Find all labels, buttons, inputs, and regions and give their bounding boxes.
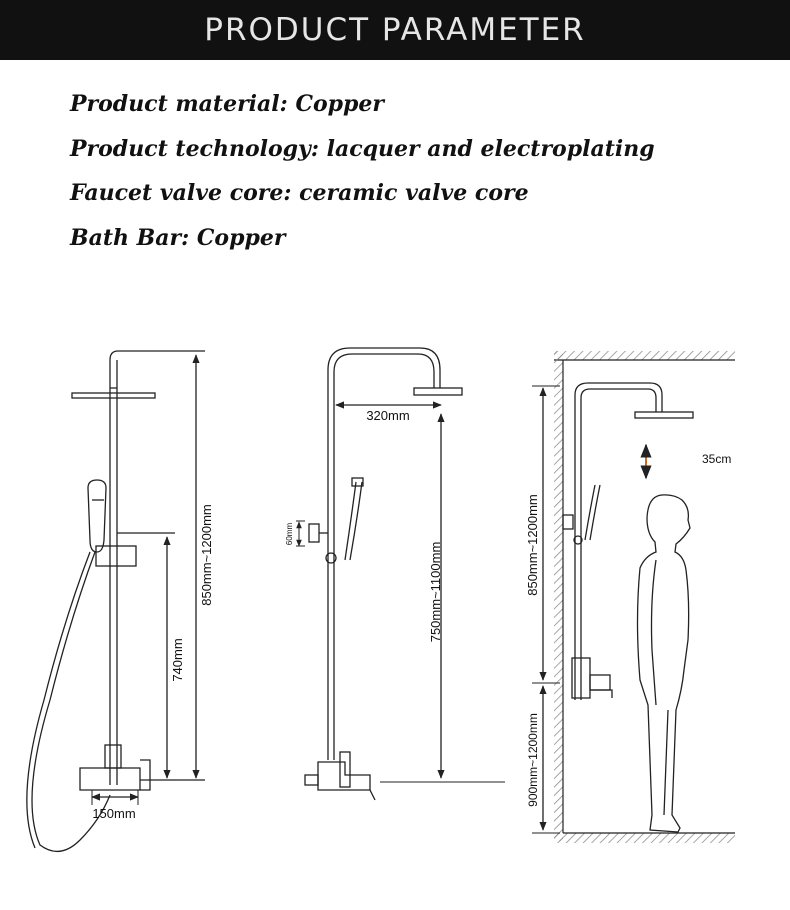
left-slide-holder bbox=[95, 545, 137, 567]
parameter-list: Product material: Copper Product technol… bbox=[70, 86, 655, 264]
middle-dimensions: 320mm 60mm 750mm~1100mm bbox=[285, 401, 505, 783]
human-figure bbox=[636, 494, 691, 833]
param-valve-core: Faucet valve core: ceramic valve core bbox=[70, 180, 529, 206]
middle-wall-bracket bbox=[308, 523, 320, 543]
page-title: PRODUCT PARAMETER bbox=[204, 12, 586, 48]
left-spout-width-label: 150mm bbox=[92, 806, 135, 821]
diagram-middle bbox=[304, 347, 463, 801]
left-riser-pipe bbox=[109, 350, 205, 785]
diagram-left bbox=[26, 350, 205, 852]
middle-height-range-label: 750mm~1100mm bbox=[428, 542, 443, 643]
left-hose bbox=[31, 551, 111, 852]
right-shower-height-label: 850mm~1200mm bbox=[525, 494, 540, 596]
right-floor-hatch bbox=[554, 833, 735, 843]
middle-mixer bbox=[317, 761, 371, 791]
middle-shower-head bbox=[413, 387, 463, 396]
middle-arm-length-label: 320mm bbox=[366, 408, 409, 423]
title-banner: PRODUCT PARAMETER bbox=[0, 0, 790, 60]
left-dimensions: 850mm~1200mm 740mm 150mm bbox=[91, 354, 214, 821]
right-mixer-height-label: 900mm~1200mm bbox=[526, 713, 540, 807]
middle-hand-shower bbox=[344, 481, 357, 561]
right-shower-unit bbox=[562, 382, 694, 700]
middle-riser-pipe bbox=[327, 347, 441, 760]
param-bath-bar: Bath Bar: Copper bbox=[70, 224, 286, 251]
right-ceiling-hatch bbox=[554, 351, 735, 360]
middle-bracket-spacing-label: 60mm bbox=[285, 523, 294, 546]
left-height-range-label: 850mm~1200mm bbox=[199, 504, 214, 606]
left-mixer-height-label: 740mm bbox=[170, 638, 185, 681]
right-head-distance-label: 35cm bbox=[702, 452, 731, 466]
param-material: Product material: Copper bbox=[70, 91, 384, 117]
right-dimensions: 35cm 850mm~1200mm 900mm~1200mm bbox=[525, 385, 731, 834]
right-wall-hatch bbox=[554, 351, 563, 841]
left-shower-head bbox=[71, 392, 156, 399]
param-technology: Product technology: lacquer and electrop… bbox=[70, 135, 655, 162]
left-hand-shower bbox=[87, 479, 107, 553]
diagram-right bbox=[554, 351, 735, 843]
